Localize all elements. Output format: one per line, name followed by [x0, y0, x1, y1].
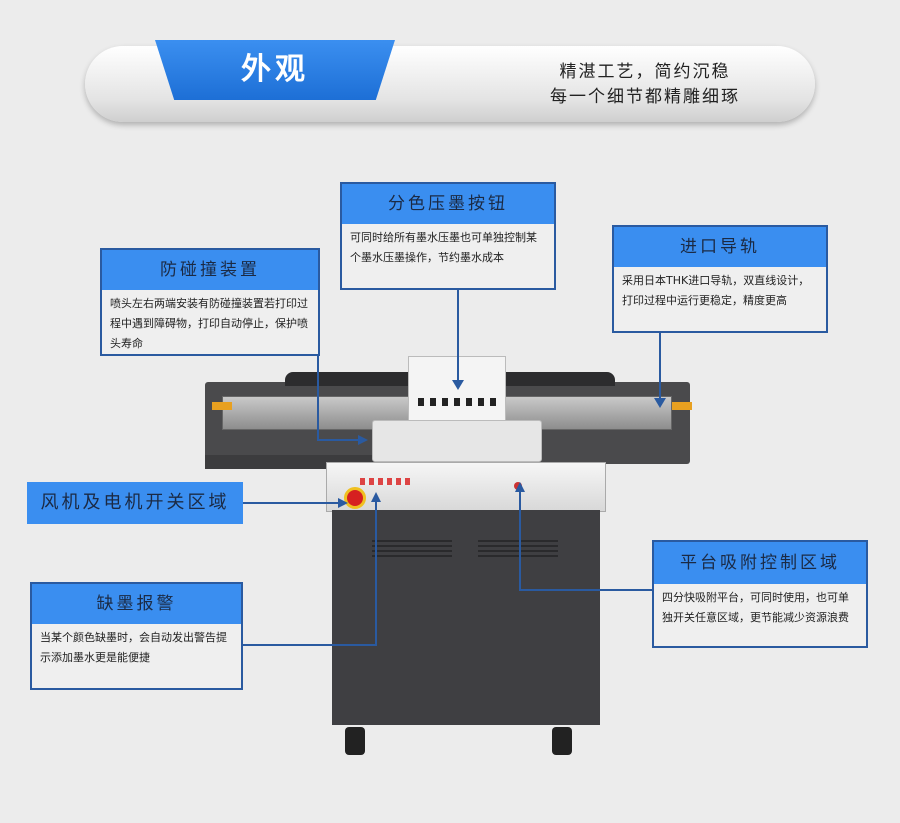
- wheel-left: [345, 727, 365, 755]
- callout-text: 采用日本THK进口导轨，双直线设计，打印过程中运行更稳定，精度更高: [622, 274, 810, 307]
- callout-guide-rail: 进口导轨 采用日本THK进口导轨，双直线设计，打印过程中运行更稳定，精度更高: [612, 225, 828, 333]
- callout-text: 当某个颜色缺墨时，会自动发出警告提示添加墨水更是能便捷: [40, 631, 227, 664]
- ink-buttons[interactable]: [360, 478, 410, 485]
- callout-fan-switch: 风机及电机开关区域: [27, 482, 243, 524]
- callout-ink-button: 分色压墨按钮 可同时给所有墨水压墨也可单独控制某个墨水压墨操作，节约墨水成本: [340, 182, 556, 290]
- vent-left: [372, 540, 452, 560]
- arrow-guide-rail: [654, 398, 666, 408]
- callout-vacuum-control: 平台吸附控制区域 四分快吸附平台，可同时使用，也可单独开关任意区域，更节能减少资…: [652, 540, 868, 648]
- callout-title: 平台吸附控制区域: [654, 542, 866, 584]
- callout-title: 缺墨报警: [32, 584, 241, 624]
- slogan-line-2: 每一个细节都精雕细琢: [550, 87, 740, 107]
- arrow-fan-switch: [338, 498, 348, 508]
- callout-text: 可同时给所有墨水压墨也可单独控制某个墨水压墨操作，节约墨水成本: [350, 231, 537, 264]
- section-title: 外观: [155, 40, 395, 100]
- arrow-ink-alarm: [371, 492, 381, 502]
- rail-label-left: [212, 402, 232, 410]
- rail-label-right: [672, 402, 692, 410]
- callout-ink-alarm: 缺墨报警 当某个颜色缺墨时，会自动发出警告提示添加墨水更是能便捷: [30, 582, 243, 690]
- callout-title: 风机及电机开关区域: [27, 482, 243, 524]
- line-anti-collision: [317, 330, 360, 441]
- carriage-buttons: [418, 398, 496, 406]
- callout-text: 喷头左右两端安装有防碰撞装置若打印过程中遇到障碍物，打印自动停止，保护喷头寿命: [110, 297, 308, 350]
- arrow-anti-collision: [358, 435, 368, 445]
- arrow-ink-button: [452, 380, 464, 390]
- line-ink-alarm: [243, 500, 377, 646]
- carriage-base: [372, 420, 542, 462]
- emergency-stop[interactable]: [344, 487, 366, 509]
- callout-text: 四分快吸附平台，可同时使用，也可单独开关任意区域，更节能减少资源浪费: [662, 591, 849, 624]
- vent-right: [478, 540, 558, 560]
- callout-title: 进口导轨: [614, 227, 826, 267]
- wheel-right: [552, 727, 572, 755]
- slogan: 精湛工艺，简约沉稳 每一个细节都精雕细琢: [500, 60, 790, 110]
- callout-title: 分色压墨按钮: [342, 184, 554, 224]
- callout-title: 防碰撞装置: [102, 250, 318, 290]
- line-vacuum: [519, 490, 652, 591]
- callout-anti-collision: 防碰撞装置 喷头左右两端安装有防碰撞装置若打印过程中遇到障碍物，打印自动停止，保…: [100, 248, 320, 356]
- arrow-vacuum: [515, 482, 525, 492]
- slogan-line-1: 精湛工艺，简约沉稳: [559, 62, 731, 82]
